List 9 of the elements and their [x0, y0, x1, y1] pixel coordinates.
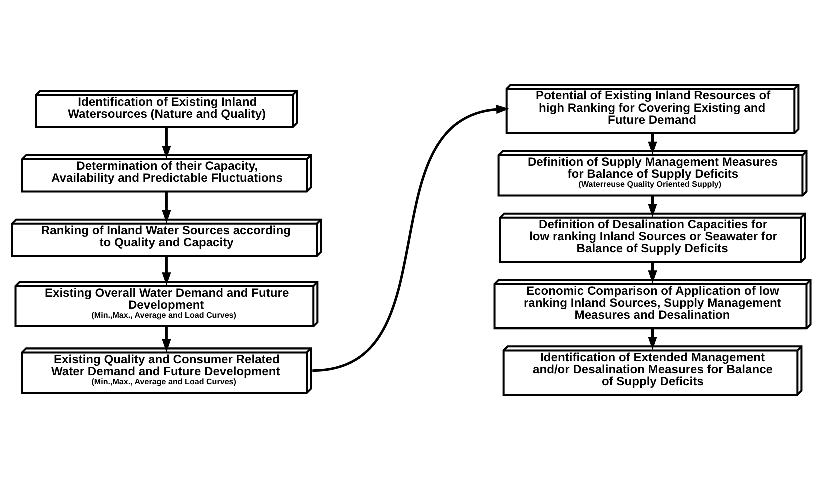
arrow — [162, 326, 172, 352]
arrow — [162, 128, 172, 160]
arrow — [648, 262, 658, 284]
arrow — [312, 104, 510, 372]
arrow — [648, 196, 658, 218]
arrow — [648, 133, 658, 155]
arrow — [162, 192, 172, 224]
arrow — [648, 328, 658, 350]
arrow — [162, 256, 172, 286]
